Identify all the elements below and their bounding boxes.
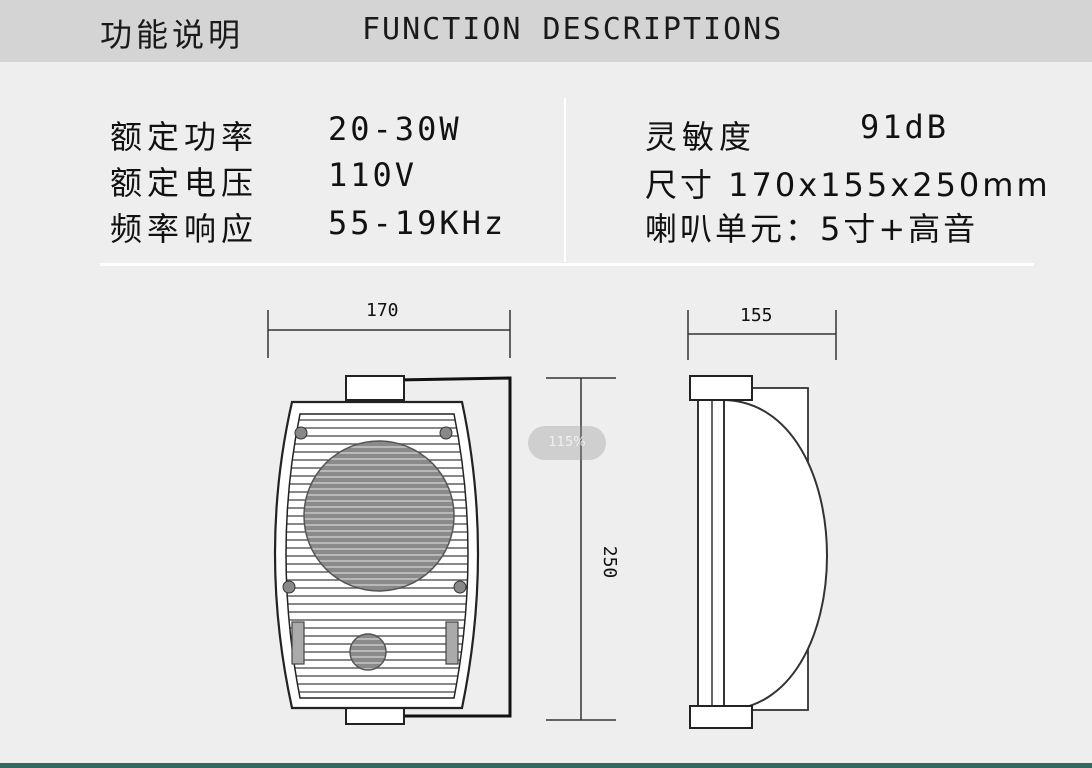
- height-dimension: [546, 377, 616, 721]
- vertical-divider: [564, 98, 566, 262]
- speaker-side-view: [689, 375, 828, 729]
- front-width-dimension: [267, 310, 511, 358]
- spec-sensitivity-value: 91dB: [860, 108, 950, 146]
- speaker-front-view: [273, 375, 512, 725]
- title-english: FUNCTION DESCRIPTIONS: [362, 12, 784, 47]
- spec-rated-voltage-value: 110V: [328, 156, 418, 194]
- zoom-indicator: 115%: [528, 426, 606, 460]
- horizontal-divider: [100, 263, 1034, 266]
- spec-rated-power-label: 额定功率: [110, 118, 259, 156]
- side-depth-dimension: [687, 310, 837, 360]
- spec-sensitivity-label: 灵敏度: [645, 118, 757, 156]
- spec-size: 尺寸 170x155x250mm: [645, 166, 1051, 204]
- side-depth-label: 155: [740, 305, 773, 326]
- header-bar: 功能说明 FUNCTION DESCRIPTIONS: [0, 0, 1092, 62]
- front-width-label: 170: [366, 300, 399, 321]
- spec-frequency-response-value: 55-19KHz: [328, 204, 507, 242]
- bottom-accent-line: [0, 763, 1092, 768]
- title-chinese: 功能说明: [100, 16, 245, 54]
- spec-frequency-response-label: 频率响应: [110, 210, 259, 248]
- spec-rated-voltage-label: 额定电压: [110, 164, 259, 202]
- spec-rated-power-value: 20-30W: [328, 110, 462, 148]
- spec-speaker-unit: 喇叭单元：5寸+高音: [645, 210, 979, 248]
- height-label: 250: [599, 546, 620, 579]
